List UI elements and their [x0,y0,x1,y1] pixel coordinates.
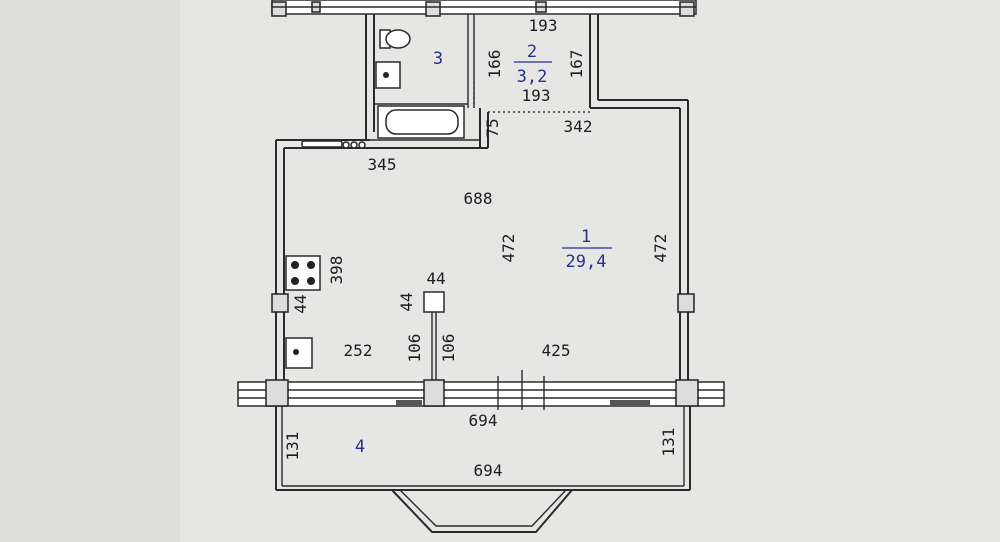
dim-44-top: 44 [426,269,445,288]
dim-342: 342 [564,117,593,136]
dim-694-inner: 694 [469,411,498,430]
dim-166: 166 [485,50,504,79]
room-1-number: 1 [581,227,591,247]
dim-balcony-131-left: 131 [283,432,302,461]
bathtub-icon [377,105,465,139]
radiator-icon [301,140,366,149]
dim-44-vertical: 44 [397,292,416,311]
dim-688: 688 [464,189,493,208]
paper-shadow [0,0,180,542]
window-wall [237,370,725,410]
dim-345: 345 [368,155,397,174]
dim-106-b: 106 [439,334,458,363]
dim-right-472: 472 [651,234,670,263]
dim-75: 75 [483,118,502,137]
dim-balcony-694: 694 [474,461,503,480]
dim-balcony-131-right: 131 [659,428,678,457]
balcony [275,406,691,533]
dim-44-left: 44 [291,294,310,313]
washbasin-icon [375,61,401,89]
dim-top-193: 193 [529,16,558,35]
dim-398: 398 [327,256,346,285]
dim-425: 425 [542,341,571,360]
top-facade-wall [271,0,697,17]
dim-mid-193: 193 [522,86,551,105]
wall-column-left [271,293,289,313]
room-2-area: 3,2 [517,67,548,87]
room-1-area: 29,4 [566,252,607,272]
outer-walls [275,14,689,386]
dim-252: 252 [344,341,373,360]
stove-icon [285,255,321,291]
interior-column [423,291,445,380]
kitchen-sink-icon [285,337,313,369]
room-2-number: 2 [527,42,537,62]
dim-167: 167 [567,50,586,79]
toilet-icon [379,29,411,49]
dim-106-a: 106 [405,334,424,363]
wall-column-right [677,293,695,313]
room-4-label: 4 [355,437,365,457]
room-3-label: 3 [433,49,443,69]
dim-inner-472: 472 [499,234,518,263]
